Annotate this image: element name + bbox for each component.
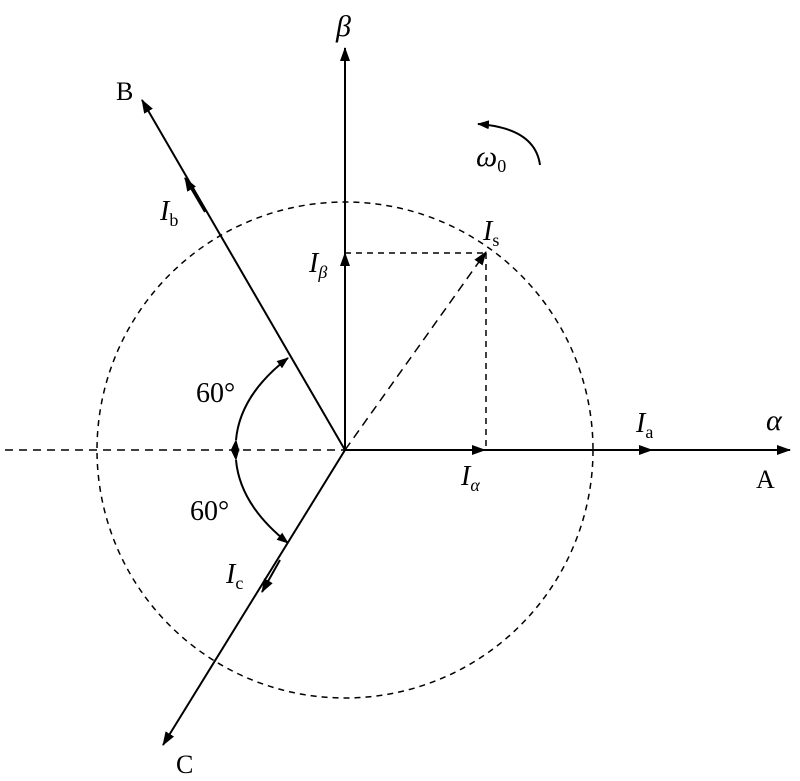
rotation-arrow-icon (477, 120, 541, 166)
ia-label: Ia (635, 408, 653, 442)
lower-angle-arc (230, 448, 289, 544)
ialpha-label: Iα (460, 461, 480, 495)
ibeta-label: Iβ (308, 248, 327, 282)
c-axis (162, 449, 346, 746)
b-axis (141, 99, 346, 451)
a-axis-label: A (756, 465, 775, 494)
rotation-speed-label: ω0 (476, 140, 506, 176)
is-vector (344, 251, 487, 451)
b-axis-label: B (116, 77, 133, 106)
ic-label: Ic (225, 559, 243, 593)
beta-axis-label: β (335, 10, 351, 43)
alpha-axis-label: α (766, 404, 783, 437)
lower-angle-label: 60° (190, 496, 229, 527)
is-label: Is (482, 216, 499, 250)
ib-label: Ib (159, 196, 178, 230)
ib-arrow (184, 177, 206, 213)
ic-arrow (261, 559, 281, 593)
upper-angle-arc (230, 357, 289, 452)
c-axis-label: C (176, 750, 193, 779)
upper-angle-label: 60° (196, 378, 235, 409)
